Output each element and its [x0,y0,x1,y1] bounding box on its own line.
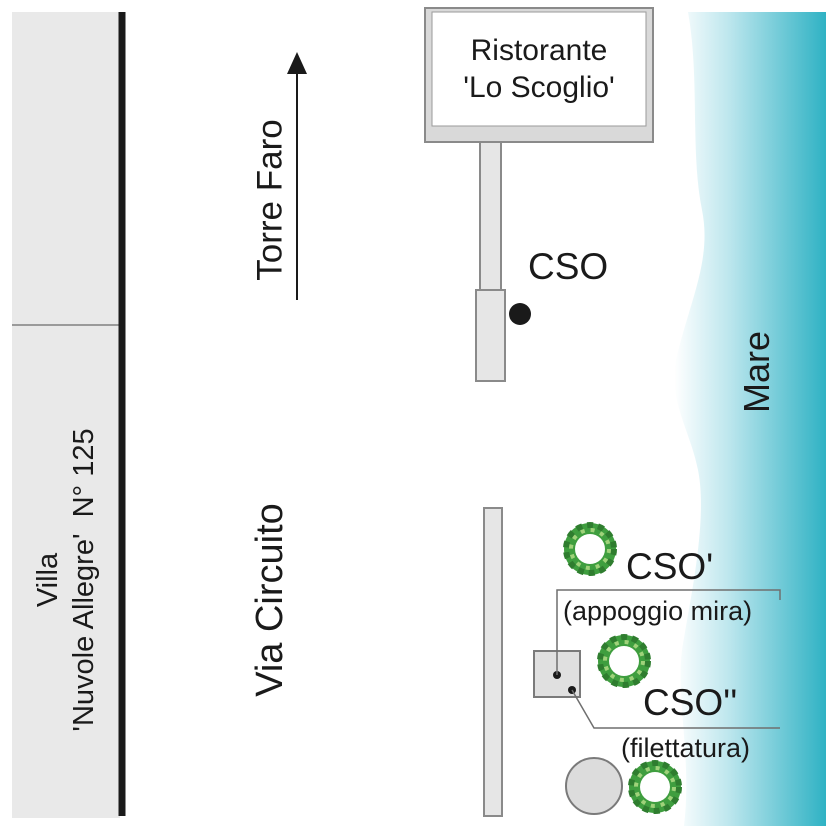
tree-icon [629,761,681,813]
cso-point-marker [509,303,531,325]
cso2-note: (filettatura) [621,733,751,763]
restaurant-post-base [475,289,506,382]
sea-area [674,12,826,826]
restaurant-name-line2: 'Lo Scoglio' [463,71,615,104]
villa-label-line2: 'Nuvole Allegre' N° 125 [68,428,100,732]
cso1-note: (appoggio mira) [563,596,753,626]
cso1-leader-line [556,589,781,675]
restaurant-post [479,141,502,291]
direction-label: Torre Faro [250,119,290,281]
villa-label-line1: Villa [31,552,64,608]
round-marker [565,757,623,815]
tree-icon [564,523,616,575]
villa-block [12,12,120,818]
sea-label: Mare [736,330,777,414]
restaurant-sign: Ristorante 'Lo Scoglio' [432,12,646,126]
villa-label: Villa 'Nuvole Allegre' N° 125 [30,428,103,731]
tree-icon [598,635,650,687]
street-label: Via Circuito [249,503,291,697]
long-wall [483,507,503,817]
restaurant-sign-panel [431,11,647,127]
restaurant-name-line1: Ristorante [470,33,608,67]
cso2-label: CSO'' [643,682,738,723]
cso2-leader-line [571,689,780,729]
direction-arrow-head [287,52,307,74]
cso1-label: CSO' [626,546,714,587]
cso-label: CSO [528,246,609,287]
